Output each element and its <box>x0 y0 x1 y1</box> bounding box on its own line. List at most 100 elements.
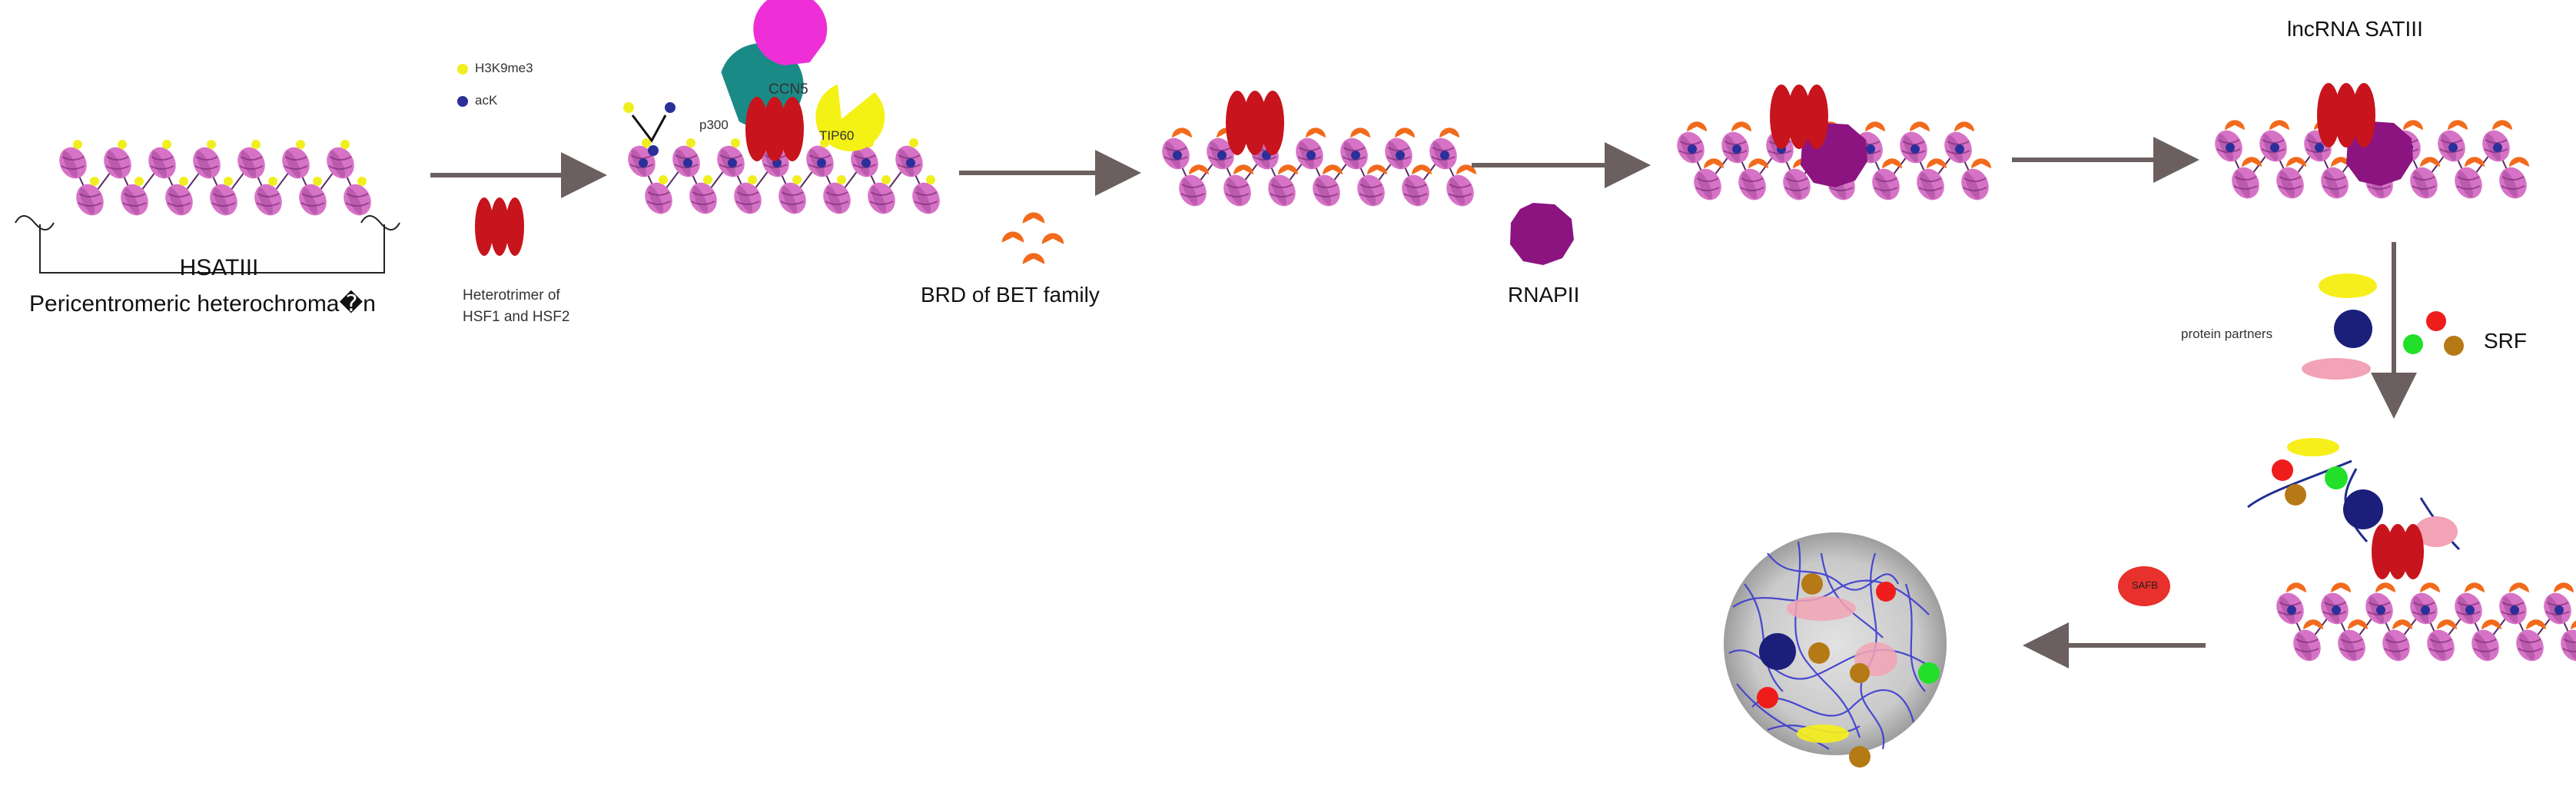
nucleosome-icon <box>1783 168 1811 201</box>
ack-dot-icon <box>683 158 692 167</box>
brd-icon <box>2286 157 2306 167</box>
brd-icon <box>2509 157 2529 167</box>
ack-dot-icon <box>1396 151 1405 160</box>
nucleosome-icon <box>2471 629 2499 662</box>
nucleosome-icon <box>237 147 265 179</box>
h3k9me3-dot-icon <box>357 177 367 186</box>
partner-yellow-icon <box>2319 274 2377 298</box>
pericentromeric-label: Pericentromeric heterochroma�n <box>29 291 376 317</box>
nucleosome-icon <box>778 182 806 214</box>
nucleosome-icon <box>2232 167 2259 199</box>
brd-icon <box>1412 164 1432 175</box>
srf-red-icon <box>2426 311 2446 331</box>
ccn5-label: CCN5 <box>768 81 808 98</box>
brd-icon <box>1350 128 1370 138</box>
hsatiii-bracket <box>15 215 400 274</box>
brd-icon <box>1882 158 1902 169</box>
brd-icon <box>2392 619 2412 630</box>
brd-icon <box>2420 582 2440 593</box>
ack-dot-icon <box>1440 151 1449 160</box>
nucleosome-icon <box>2293 629 2321 662</box>
brd-icon <box>1306 128 1326 138</box>
brd-label: BRD of BET family <box>921 283 1100 307</box>
nucleosome-icon <box>2516 629 2544 662</box>
safb-icon <box>2118 566 2170 606</box>
brd-icon <box>1731 121 1751 132</box>
brd-icon <box>2554 582 2574 593</box>
nucleosome-chain-1 <box>59 140 371 216</box>
nucleosome-icon <box>1402 174 1429 207</box>
heterotrimer-label-line1: Heterotrimer of <box>463 287 560 303</box>
ack-dot-icon <box>2448 143 2458 152</box>
brd-icon <box>1395 128 1415 138</box>
nucleosome-icon <box>121 184 148 216</box>
h3k9me3-dot-icon <box>118 140 127 149</box>
brd-icon <box>1278 164 1298 175</box>
hsatiii-label: HSATIII <box>179 255 259 280</box>
ack-dot-icon <box>906 158 915 167</box>
nucleosome-icon <box>2427 629 2455 662</box>
h3k9me3-dot-icon <box>881 175 891 184</box>
ack-dot-icon <box>1351 151 1360 160</box>
h3k9me3-dot-icon <box>686 138 695 148</box>
srf-brown-icon <box>2444 336 2464 356</box>
heterotrimer-label-line2: HSF1 and HSF2 <box>463 309 570 325</box>
ack-dot-icon <box>1217 151 1227 160</box>
brd-icon <box>2303 619 2323 630</box>
nucleosome-icon <box>2276 167 2304 199</box>
nucleosome-icon <box>1162 138 1190 170</box>
nucleosome-icon <box>59 147 87 179</box>
ack-dot-icon <box>2421 605 2430 615</box>
ack-dot-icon <box>861 158 871 167</box>
brd-icon <box>1704 158 1724 169</box>
brd-icon <box>1748 158 1768 169</box>
ack-dot-icon <box>457 96 468 107</box>
brd-icon <box>2526 619 2546 630</box>
brd-icon <box>1041 233 1064 244</box>
nucleosome-icon <box>2499 167 2527 199</box>
brd-icon <box>1954 121 1974 132</box>
nucleosome-icon <box>868 182 895 214</box>
brd-icon <box>1233 164 1253 175</box>
nucleosome-icon <box>2338 629 2365 662</box>
brd-icon <box>2225 120 2245 131</box>
nucleosome-icon <box>299 184 327 216</box>
h3k9me3-dot-icon <box>162 140 171 149</box>
h3k9me3-dot-icon <box>224 177 233 186</box>
lncrna-label: lncRNA SATIII <box>2287 17 2423 41</box>
ack-dot-icon <box>1732 144 1741 154</box>
partner-pink-icon <box>2302 358 2371 380</box>
srf-label: SRF <box>2484 329 2527 353</box>
ack-dot-icon <box>639 158 648 167</box>
nucleosome-icon <box>1357 174 1385 207</box>
ack-dot-icon <box>1866 144 1875 154</box>
brd-icon <box>2465 157 2485 167</box>
ack-dot-icon <box>1688 144 1697 154</box>
ack-dot-icon <box>2493 143 2502 152</box>
brd-icon <box>2331 582 2351 593</box>
brd-icon <box>2375 582 2396 593</box>
nucleosome-icon <box>1917 168 1944 201</box>
brd-icon <box>1001 231 1024 243</box>
brd-icon <box>1001 212 1064 264</box>
ack-dot-icon <box>817 158 826 167</box>
h3k9me3-dot-icon <box>134 177 144 186</box>
hsf-trimer-bound-3 <box>1226 91 1284 155</box>
rnapii-label: RNAPII <box>1508 283 1580 307</box>
h3k9me3-dot-icon <box>179 177 188 186</box>
brd-icon <box>2509 582 2529 593</box>
nucleosome-icon <box>1268 174 1296 207</box>
hsf-trimer-bound-5 <box>2317 83 2375 148</box>
ccn5-icon <box>753 0 828 65</box>
nucleosome-icon <box>282 147 310 179</box>
nucleosome-icon <box>645 182 672 214</box>
nucleosome-icon <box>193 147 221 179</box>
ack-dot-icon <box>1955 144 1964 154</box>
nucleosome-icon <box>76 184 104 216</box>
nucleosome-icon <box>1313 174 1340 207</box>
h3k9me3-dot-icon <box>642 138 651 148</box>
hsf-trimer-icon <box>475 197 524 256</box>
nucleosome-icon <box>2382 629 2410 662</box>
nucleosome-icon <box>1961 168 1989 201</box>
